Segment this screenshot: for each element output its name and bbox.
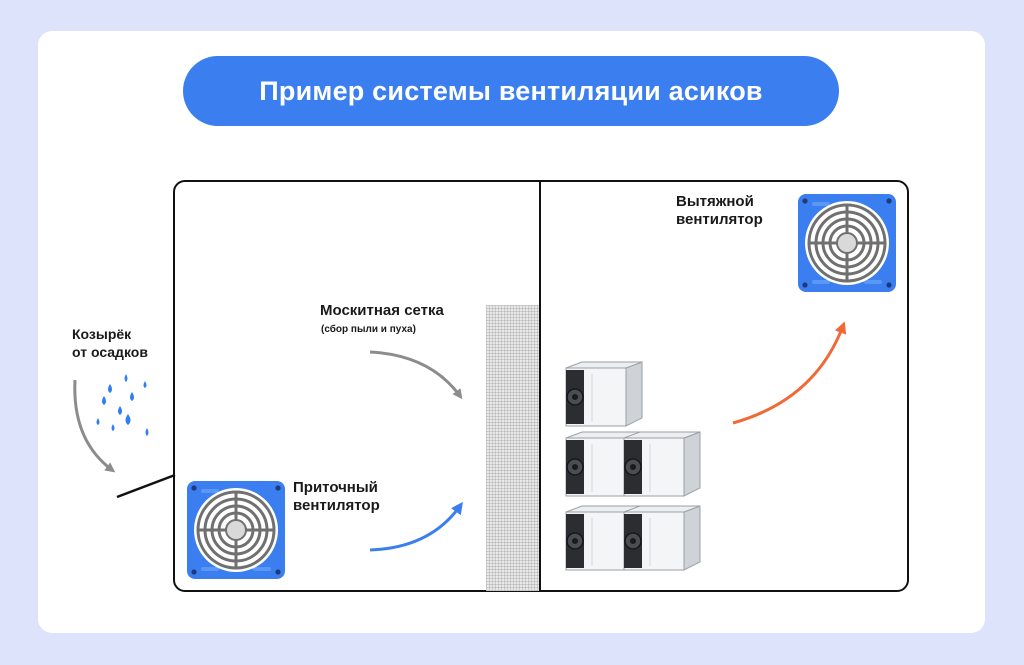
exhaust-arrow: [732, 321, 847, 425]
canopy-label: Козырёк от осадков: [72, 325, 148, 361]
page-title: Пример системы вентиляции асиков: [183, 56, 839, 126]
exhaust-fan-label: Вытяжной вентилятор: [676, 193, 763, 229]
intake-fan-label-line1: Приточный: [293, 479, 378, 496]
room-divider: [539, 180, 541, 592]
page-title-text: Пример системы вентиляции асиков: [259, 75, 763, 106]
canopy-arrow: [73, 379, 116, 473]
intake-arrow: [369, 501, 463, 552]
intake-fan-label-line2: вентилятор: [293, 497, 380, 514]
intake-fan-label: Приточный вентилятор: [293, 479, 380, 515]
exhaust-fan-label-line2: вентилятор: [676, 211, 763, 228]
room-outline: [173, 180, 909, 592]
exhaust-fan-icon: [796, 192, 898, 294]
asic-miner-3: [623, 431, 701, 497]
exhaust-fan-label-line1: Вытяжной: [676, 193, 754, 210]
mesh-label-title: Москитная сетка: [320, 302, 444, 319]
canopy-label-line1: Козырёк: [72, 326, 132, 342]
asic-miner-icon: [565, 361, 701, 571]
mesh-label: Москитная сетка: [320, 302, 444, 320]
mesh-arrow: [369, 350, 463, 400]
mesh-note: (сбор пыли и пуха): [321, 324, 416, 335]
canopy-line: [116, 473, 176, 499]
rain-drops-icon: [96, 374, 149, 436]
asic-miner-1: [565, 361, 643, 427]
intake-fan-icon: [185, 479, 287, 581]
asic-miner-5: [623, 505, 701, 571]
canopy-label-line2: от осадков: [72, 344, 148, 360]
mosquito-mesh: [486, 305, 539, 591]
